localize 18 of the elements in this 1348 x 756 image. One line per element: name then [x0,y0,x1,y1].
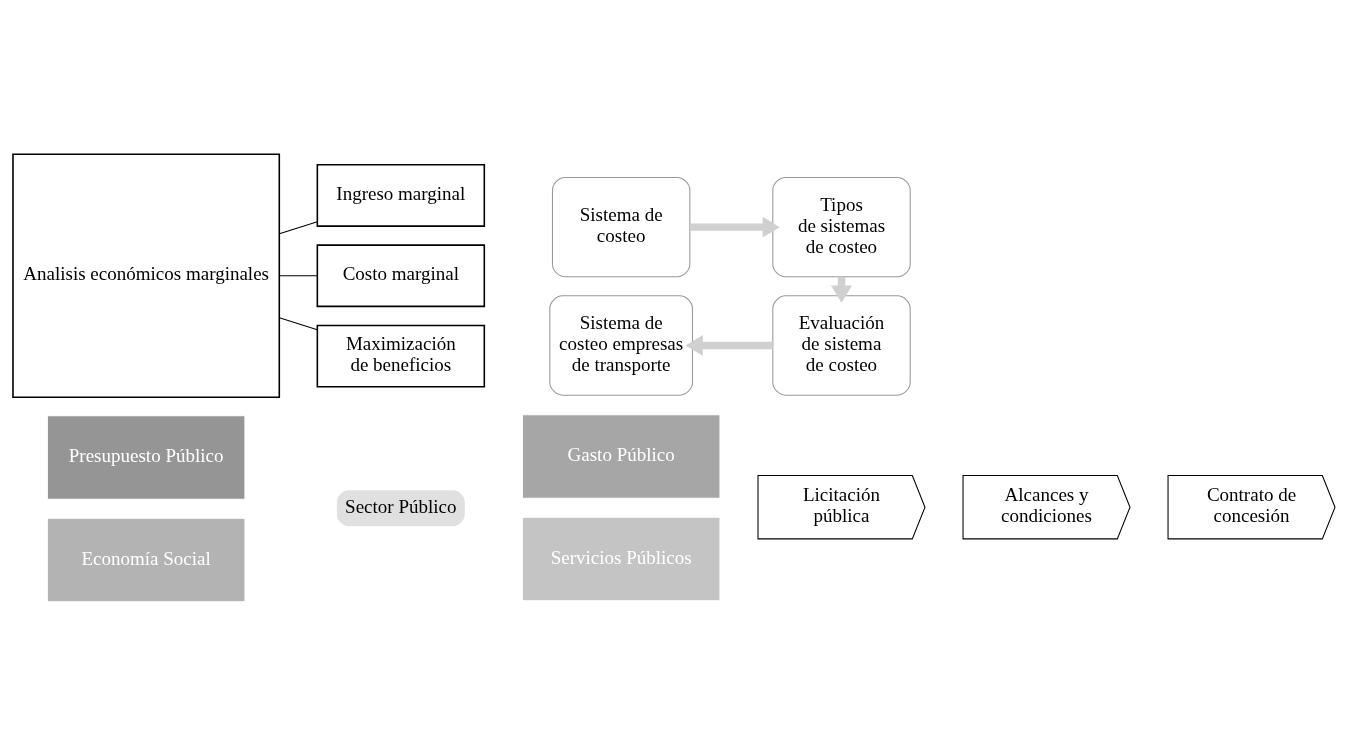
node-box: Presupuesto Público [46,415,246,500]
connector [278,275,318,277]
node-box: Servicios Públicos [521,516,721,602]
connector [278,221,318,235]
node-box: Evaluación de sistema de costeo [772,295,911,396]
node-box: Maximización de beneficios [316,324,486,388]
node-box: Costo marginal [316,244,486,308]
node-box: Tipos de sistemas de costeo [772,176,911,278]
node-box: Gasto Público [521,414,721,499]
node-box: Sistema de costeo [551,176,691,278]
node-box: Economía Social [46,517,246,603]
node-box: Ingreso marginal [316,164,486,227]
node-box: Analisis económicos marginales [12,153,281,399]
connector [278,317,318,331]
node-box: Sistema de costeo empresas de transporte [549,295,693,396]
arrow [685,335,773,356]
arrow [690,216,780,238]
node-box: Sector Público [334,488,467,529]
